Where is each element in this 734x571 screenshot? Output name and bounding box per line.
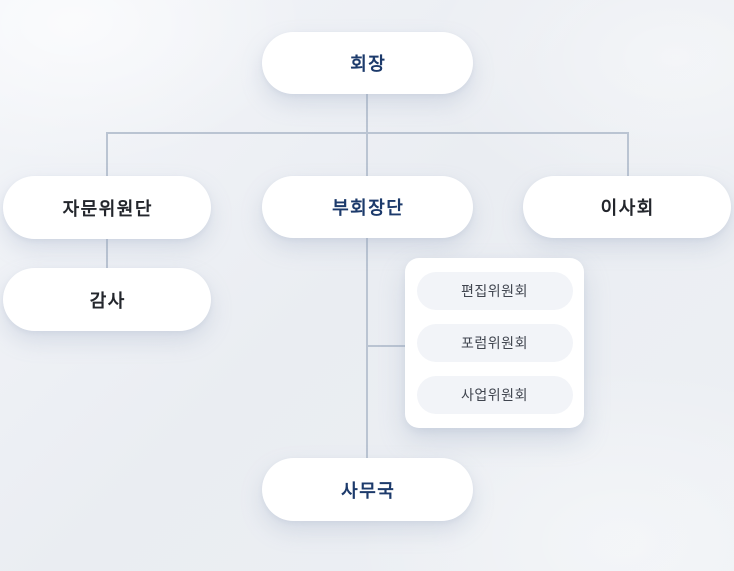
connector-to-committee-panel [366, 345, 407, 347]
org-node-vice-chairman-group: 부회장단 [262, 176, 473, 238]
org-node-editorial-committee-label: 편집위원회 [461, 283, 528, 299]
org-node-editorial-committee: 편집위원회 [416, 272, 573, 310]
connector-advisory-to-audit [106, 238, 108, 269]
org-node-business-committee-label: 사업위원회 [461, 387, 528, 403]
org-node-forum-committee-label: 포럼위원회 [461, 335, 528, 351]
org-node-chairman-label: 회장 [350, 54, 387, 74]
org-node-business-committee: 사업위원회 [416, 376, 573, 414]
org-node-auditor-label: 감사 [89, 290, 126, 311]
org-node-board-of-directors: 이사회 [523, 176, 731, 238]
org-node-secretariat-label: 사무국 [341, 480, 396, 501]
org-node-advisory-committee: 자문위원단 [3, 176, 211, 239]
org-node-board-of-directors-label: 이사회 [600, 198, 655, 218]
connector-drop-advisory [106, 132, 108, 176]
org-node-auditor: 감사 [3, 268, 211, 331]
connector-chairman-down [366, 94, 368, 134]
org-node-vice-chairman-group-label: 부회장단 [332, 198, 405, 218]
org-node-chairman: 회장 [262, 32, 473, 94]
connector-drop-vice-chairman [366, 132, 368, 176]
org-node-secretariat: 사무국 [262, 458, 473, 521]
org-node-forum-committee: 포럼위원회 [416, 324, 573, 362]
connector-vice-to-secretariat [366, 238, 368, 458]
committee-panel: 편집위원회 포럼위원회 사업위원회 [405, 258, 584, 428]
connector-drop-board [627, 132, 629, 176]
org-node-advisory-committee-label: 자문위원단 [62, 198, 153, 219]
